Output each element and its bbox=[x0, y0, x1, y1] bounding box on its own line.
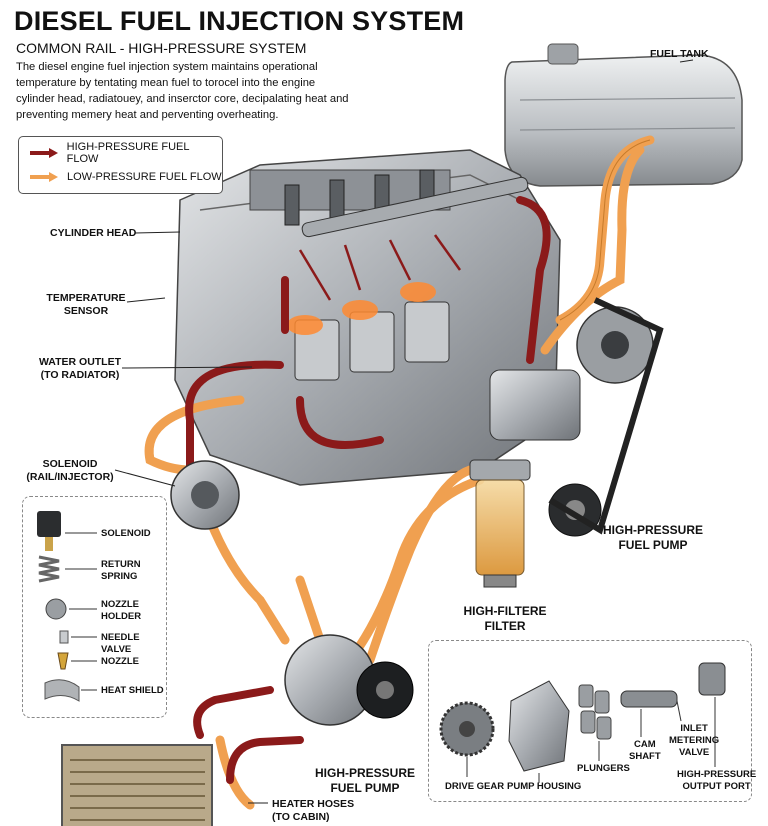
label-line: FUEL PUMP bbox=[310, 781, 420, 796]
legend-label: LOW-PRESSURE FUEL FLOW bbox=[67, 171, 222, 183]
description-text: The diesel engine fuel injection system … bbox=[16, 59, 356, 123]
legend-item-low-pressure: LOW-PRESSURE FUEL FLOW bbox=[29, 170, 222, 184]
nozzle-holder-icon bbox=[46, 599, 66, 619]
label-water-outlet: WATER OUTLET (TO RADIATOR) bbox=[30, 356, 130, 382]
part-label-pump-housing: PUMP HOUSING bbox=[507, 781, 581, 793]
label-line: HIGH-PRESSURE bbox=[310, 766, 420, 781]
plungers-icon bbox=[579, 685, 611, 739]
high-pressure-arrow-icon bbox=[29, 147, 59, 159]
radiator-shape bbox=[62, 745, 212, 826]
hp-pump-bottom-shape bbox=[285, 635, 413, 725]
label-line: WATER OUTLET bbox=[30, 356, 130, 369]
label-line: HIGH-PRESSURE bbox=[598, 523, 708, 538]
label-line: TEMPERATURE bbox=[40, 292, 132, 305]
low-pressure-arrow-icon bbox=[29, 171, 59, 183]
part-label-plungers: PLUNGERS bbox=[577, 763, 630, 775]
part-label-nozzle: NOZZLE bbox=[101, 656, 139, 668]
part-label-solenoid: SOLENOID bbox=[101, 528, 151, 540]
label-heater-hoses: HEATER HOSES (TO CABIN) bbox=[272, 798, 368, 824]
heat-shield-icon bbox=[45, 680, 79, 701]
solenoid-icon bbox=[37, 511, 61, 537]
part-label-nozzle-holder: NOZZLE HOLDER bbox=[101, 599, 141, 623]
part-label-inlet-metering-valve: INLET METERING VALVE bbox=[669, 723, 719, 759]
label-line: FUEL PUMP bbox=[598, 538, 708, 553]
legend: HIGH-PRESSURE FUEL FLOW LOW-PRESSURE FUE… bbox=[18, 136, 223, 194]
part-label-drive-gear: DRIVE GEAR bbox=[445, 781, 504, 793]
label-temperature-sensor: TEMPERATURE SENSOR bbox=[40, 292, 132, 318]
filter-shape bbox=[470, 460, 530, 587]
label-line: HEATER HOSES bbox=[272, 798, 368, 811]
nozzle-icon bbox=[58, 653, 68, 669]
label-cylinder-head: CYLINDER HEAD bbox=[50, 227, 136, 240]
page-subtitle: COMMON RAIL - HIGH-PRESSURE SYSTEM bbox=[16, 40, 306, 56]
pump-parts-panel: DRIVE GEAR PUMP HOUSING PLUNGERS CAM SHA… bbox=[428, 640, 752, 802]
label-line: FILTER bbox=[455, 619, 555, 634]
pump-housing-icon bbox=[509, 681, 569, 771]
label-fuel-tank: FUEL TANK bbox=[650, 48, 709, 61]
solenoid-pin-icon bbox=[45, 537, 53, 551]
part-label-needle-valve: NEEDLE VALVE bbox=[101, 632, 166, 656]
label-hp-fuel-pump-bottom: HIGH-PRESSURE FUEL PUMP bbox=[310, 766, 420, 796]
injector-parts-panel: SOLENOID RETURN SPRING NOZZLE HOLDER NEE… bbox=[22, 496, 167, 718]
label-line: (TO RADIATOR) bbox=[30, 369, 130, 382]
fuel-tank-shape bbox=[505, 44, 742, 186]
label-line: (TO CABIN) bbox=[272, 811, 368, 824]
legend-item-high-pressure: HIGH-PRESSURE FUEL FLOW bbox=[29, 146, 222, 160]
cam-shaft-icon bbox=[621, 691, 677, 707]
part-label-return-spring: RETURN SPRING bbox=[101, 559, 141, 583]
needle-valve-icon bbox=[60, 631, 68, 643]
output-port-icon bbox=[699, 663, 725, 695]
part-label-hp-output-port: HIGH-PRESSURE OUTPUT PORT bbox=[677, 769, 756, 793]
label-solenoid: SOLENOID (RAIL/INJECTOR) bbox=[20, 458, 120, 484]
label-line: SENSOR bbox=[40, 305, 132, 318]
label-hp-fuel-pump-right: HIGH-PRESSURE FUEL PUMP bbox=[598, 523, 708, 553]
solenoid-pump-shape bbox=[171, 461, 239, 529]
label-line: SOLENOID bbox=[20, 458, 120, 471]
label-line: HIGH-FILTERE bbox=[455, 604, 555, 619]
part-label-heat-shield: HEAT SHIELD bbox=[101, 685, 164, 697]
part-label-cam-shaft: CAM SHAFT bbox=[629, 739, 661, 763]
legend-label: HIGH-PRESSURE FUEL FLOW bbox=[67, 141, 222, 165]
label-filter: HIGH-FILTERE FILTER bbox=[455, 604, 555, 634]
label-line: (RAIL/INJECTOR) bbox=[20, 471, 120, 484]
page-title: DIESEL FUEL INJECTION SYSTEM bbox=[14, 6, 464, 37]
spring-icon bbox=[39, 557, 59, 581]
